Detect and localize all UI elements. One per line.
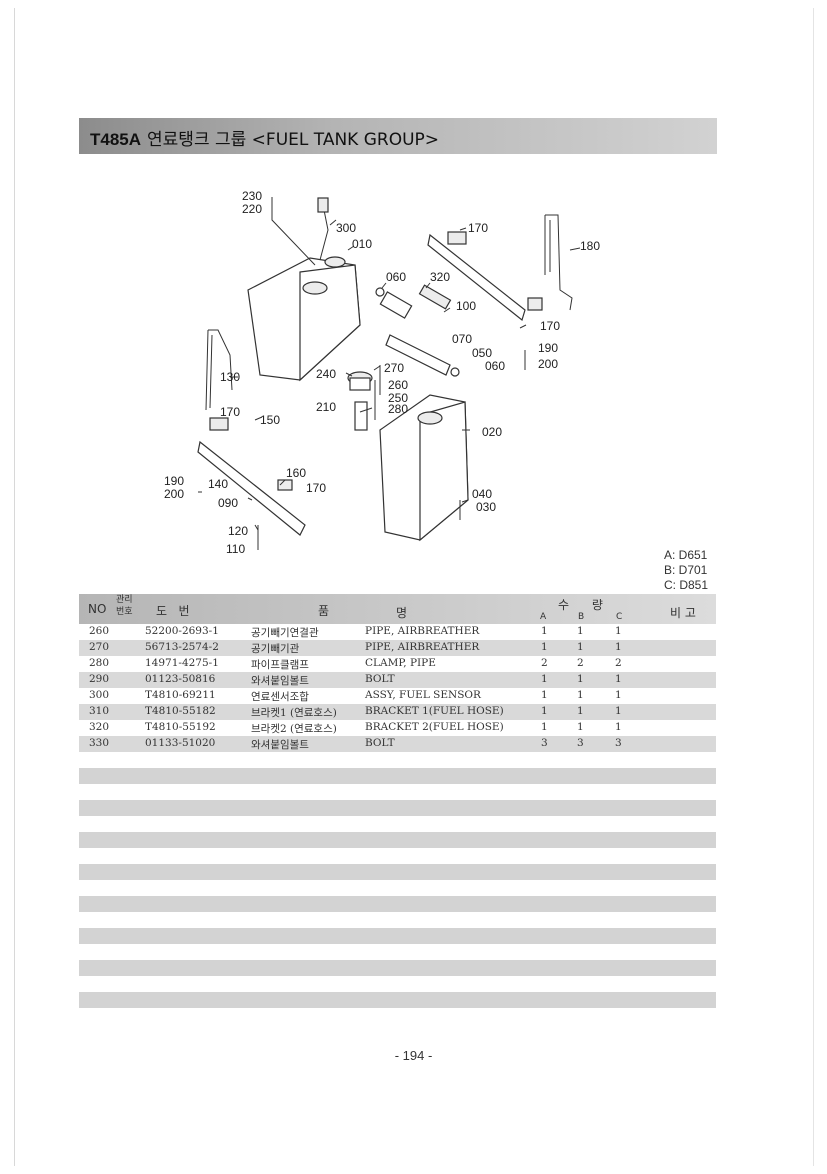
strainer: [354, 401, 368, 431]
callout-070: 070: [452, 332, 472, 346]
callout-150: 150: [260, 413, 280, 427]
filler-cap: [347, 371, 373, 391]
callout-090: 090: [218, 496, 238, 510]
page-number: - 194 -: [394, 1048, 433, 1063]
strap-130: [205, 329, 233, 411]
callout-240: 240: [316, 367, 336, 381]
header-remarks: 비 고: [670, 606, 696, 620]
callout-140: 140: [208, 477, 228, 491]
callout-300: 300: [336, 221, 356, 235]
upper-fuel-tank: [247, 256, 361, 382]
callout-050: 050: [472, 346, 492, 360]
header-no: NO: [88, 602, 107, 616]
model-c: C: D851: [664, 578, 709, 592]
callout-110: 110: [226, 542, 245, 556]
header-name-right: 명: [396, 606, 408, 620]
callout-100: 100: [456, 299, 476, 313]
empty-row-band: [79, 768, 716, 784]
header-name-left: 품: [318, 604, 330, 618]
parts-table-header: [79, 594, 716, 624]
lower-rail: [197, 417, 306, 536]
group-title: 연료탱크 그룹 <FUEL TANK GROUP>: [147, 130, 440, 150]
callout-250: 250: [388, 391, 408, 405]
empty-row-band: [79, 992, 716, 1008]
callout-320: 320: [430, 270, 450, 284]
fuel-hoses: [375, 284, 460, 377]
callout-170-a: 170: [468, 221, 488, 235]
empty-row-band: [79, 928, 716, 944]
page-border: [14, 8, 814, 1166]
strap-180: [544, 214, 573, 311]
bolts: [257, 365, 461, 550]
model-legend: A: D651 B: D701 C: D851: [664, 548, 708, 593]
callout-200-a: 200: [538, 357, 558, 371]
empty-row-band: [79, 896, 716, 912]
callout-060-b: 060: [485, 359, 505, 373]
callout-120: 120: [228, 524, 248, 538]
callout-labels: 230 220 300 010 170 180 060 320 100 170 …: [164, 189, 600, 556]
callout-230: 230: [242, 189, 262, 203]
lower-fuel-tank: [379, 394, 469, 542]
callout-020: 020: [482, 425, 502, 439]
callout-220: 220: [242, 202, 262, 216]
callout-280: 280: [388, 402, 408, 416]
callout-200-b: 200: [164, 487, 184, 501]
callout-260: 260: [388, 378, 408, 392]
header-band: [79, 118, 717, 154]
header-drawing-no: 도 번: [156, 604, 190, 618]
header-quantity: 수 량: [558, 598, 603, 612]
header-qty-a: A: [540, 612, 547, 622]
model-a: A: D651: [664, 548, 708, 562]
callout-210: 210: [316, 400, 336, 414]
page-title: T485A 연료탱크 그룹 <FUEL TANK GROUP>: [90, 125, 439, 150]
callout-180: 180: [580, 239, 600, 253]
header-mgmt-top: 관리: [116, 595, 133, 605]
empty-row-band: [79, 800, 716, 816]
callout-170-d: 170: [306, 481, 326, 495]
leader-lines: [198, 197, 581, 531]
fuel-sensor: [317, 197, 329, 261]
model-b: B: D701: [664, 563, 708, 577]
callout-060-a: 060: [386, 270, 406, 284]
callout-010: 010: [352, 237, 372, 251]
callout-190-a: 190: [538, 341, 558, 355]
exploded-parts-diagram: 230 220 300 010 170 180 060 320 100 170 …: [150, 180, 630, 570]
empty-row-band: [79, 864, 716, 880]
callout-160: 160: [286, 466, 306, 480]
upper-rail: [427, 231, 543, 322]
callout-030: 030: [476, 500, 496, 514]
callout-270: 270: [384, 361, 404, 375]
header-qty-b: B: [578, 612, 585, 622]
header-qty-c: C: [616, 612, 623, 622]
empty-row-band: [79, 960, 716, 976]
callout-170-b: 170: [540, 319, 560, 333]
model-code: T485A: [90, 130, 142, 149]
callout-190-b: 190: [164, 474, 184, 488]
empty-row-band: [79, 832, 716, 848]
callout-040: 040: [472, 487, 492, 501]
header-mgmt-bottom: 번호: [116, 607, 133, 617]
callout-130: 130: [220, 370, 240, 384]
callout-170-c: 170: [220, 405, 240, 419]
